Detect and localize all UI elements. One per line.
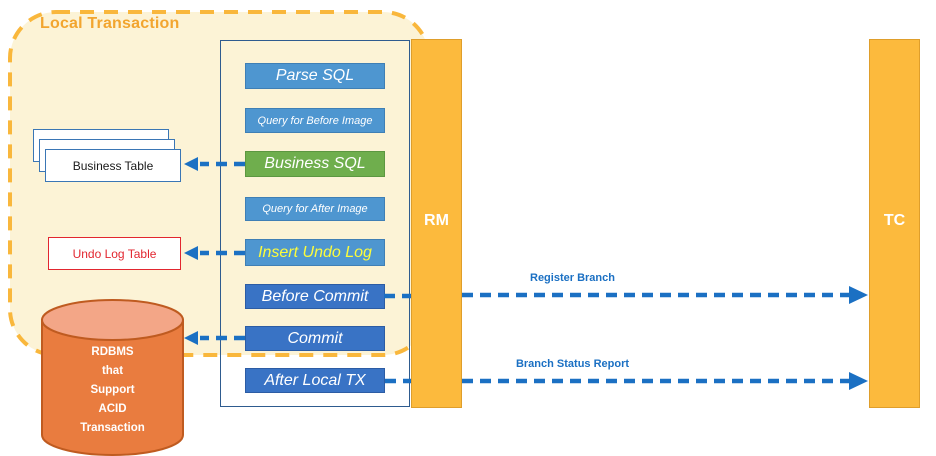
undo-log-table-label: Undo Log Table — [72, 246, 157, 261]
branch-status-report-label: Branch Status Report — [515, 358, 630, 370]
undo-log-table: Undo Log Table — [48, 237, 181, 270]
tc-label: TC — [883, 212, 906, 229]
business-table-label: Business Table — [72, 158, 154, 173]
rdbms-label-line: ACID — [98, 403, 127, 415]
step-column-frame — [220, 40, 410, 407]
business-table: Business Table — [45, 149, 181, 182]
cylinder-top — [41, 299, 184, 341]
step-before-commit: Before Commit — [245, 284, 385, 309]
step-insert-undo-log: Insert Undo Log — [245, 239, 385, 266]
rm-label: RM — [424, 212, 449, 229]
step-after-local-tx: After Local TX — [245, 368, 385, 393]
step-query-after-image: Query for After Image — [245, 197, 385, 221]
tc-bar: TC — [869, 39, 920, 408]
register-branch-label: Register Branch — [530, 272, 615, 284]
rdbms-label-line: Support — [90, 384, 135, 396]
rdbms-label-line: Transaction — [80, 422, 145, 434]
step-commit: Commit — [245, 326, 385, 351]
rm-bar: RM — [411, 39, 462, 408]
step-parse-sql: Parse SQL — [245, 63, 385, 89]
rdbms-label-line: that — [101, 365, 124, 377]
step-query-before-image: Query for Before Image — [245, 108, 385, 133]
region-title: Local Transaction — [40, 15, 180, 32]
cylinder-body — [41, 319, 184, 456]
rdbms-label: RDBMS that Support ACID Transaction — [42, 343, 183, 438]
step-business-sql: Business SQL — [245, 151, 385, 177]
rdbms-label-line: RDBMS — [91, 346, 134, 358]
